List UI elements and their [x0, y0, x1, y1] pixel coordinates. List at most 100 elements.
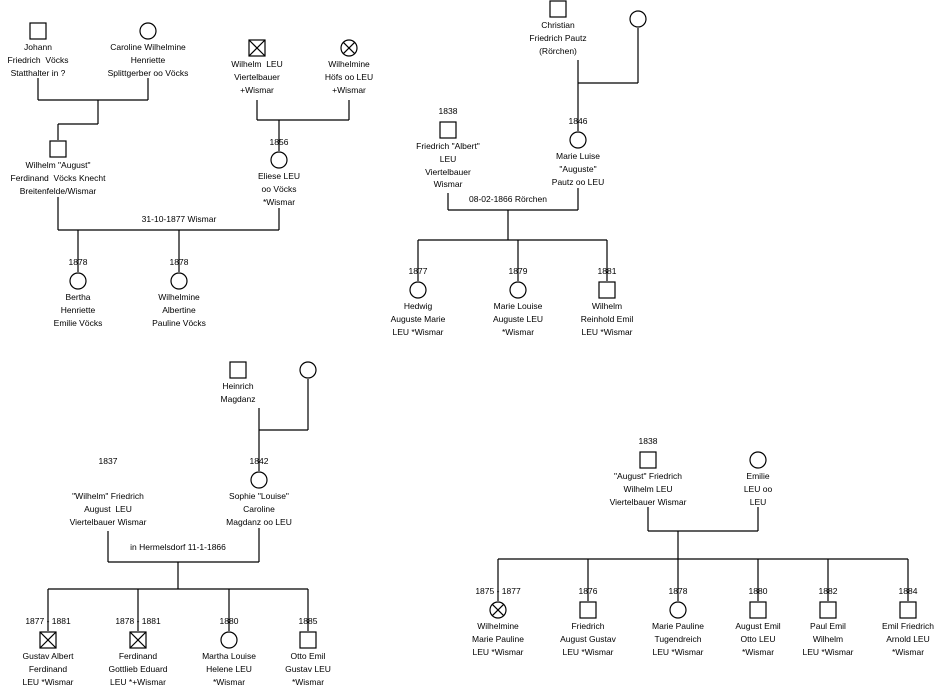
child-name-line: Arnold LEU: [886, 633, 930, 644]
child-name-line: Marie Pauline: [472, 633, 524, 644]
child-name-line: *Wismar: [501, 326, 535, 337]
family-connector-7: [47, 528, 309, 631]
father-name-line: +Wismar: [240, 84, 274, 95]
female-symbol-icon: [170, 272, 188, 290]
family-connector-2: [256, 100, 350, 151]
father-name-line: "August" Friedrich: [614, 471, 682, 481]
child-name-line: Gustav LEU: [285, 663, 331, 674]
child-birth-year: 1880: [219, 616, 239, 626]
child-name-line: Otto Emil: [290, 651, 326, 661]
child-name-line: *Wismar: [262, 196, 296, 207]
child-name-line: LEU *Wismar: [802, 646, 854, 657]
female-symbol-icon: [299, 361, 317, 379]
mother-name-line: +Wismar: [332, 84, 366, 95]
child-name-line: Marie Pauline: [652, 621, 704, 631]
child-name-line: Magdanz oo LEU: [226, 516, 292, 527]
family-connector-8: [497, 507, 909, 601]
child-birth-year: 1878: [169, 257, 189, 267]
child-name-line: LEU *Wismar: [652, 646, 704, 657]
child-name-line: oo Vöcks: [261, 183, 297, 194]
father-name-line: (Rörchen): [539, 45, 577, 56]
child-name-line: LEU *Wismar: [562, 646, 614, 657]
deceased-male-symbol-icon: [39, 631, 57, 649]
child-name-line: *Wismar: [741, 646, 775, 657]
child-name-line: LEU *+Wismar: [110, 676, 166, 687]
male-symbol-icon: [749, 601, 767, 619]
female-symbol-icon: [749, 451, 767, 469]
female-symbol-icon: [250, 471, 268, 489]
child-name-line: Pauline Vöcks: [152, 317, 206, 328]
child-birth-year: 1880: [748, 586, 768, 596]
father-birth-year: 1838: [438, 106, 458, 116]
child-name-line: *Wismar: [291, 676, 325, 687]
mother-name-line: Caroline Wilhelmine: [110, 42, 186, 52]
child-birth-year: 1846: [568, 116, 588, 126]
child-name-line: Marie Luise: [556, 151, 600, 161]
mother-name-line: Splittgerber oo Vöcks: [107, 67, 189, 78]
child-birth-year: 1878: [668, 586, 688, 596]
child-name-line: Ferdinand Vöcks Knecht: [10, 172, 106, 183]
marriage-date-label: in Hermelsdorf 11-1-1866: [130, 542, 226, 552]
female-symbol-icon: [629, 10, 647, 28]
female-symbol-icon: [409, 281, 427, 299]
female-symbol-icon: [139, 22, 157, 40]
deceased-male-symbol-icon: [129, 631, 147, 649]
mother-name-line: Emilie: [746, 471, 770, 481]
father-name-line: "Wilhelm" Friedrich: [72, 491, 144, 501]
male-symbol-icon: [899, 601, 917, 619]
child-name-line: Paul Emil: [810, 621, 846, 631]
father-name-line: Friedrich Pautz: [529, 32, 587, 43]
female-symbol-icon: [669, 601, 687, 619]
father-birth-year: 1837: [98, 456, 118, 466]
father-birth-year: 1838: [638, 436, 658, 446]
child-name-line: Emil Friedrich: [882, 621, 934, 631]
father-name-line: Viertelbauer Wismar: [69, 516, 147, 527]
female-symbol-icon: [509, 281, 527, 299]
child-name-line: Ferdinand: [28, 663, 68, 674]
deceased-male-symbol-icon: [248, 39, 266, 57]
child-birth-year: 1885: [298, 616, 318, 626]
child-name-line: Wilhelmine: [158, 292, 200, 302]
child-name-line: LEU *Wismar: [392, 326, 444, 337]
child-birth-year: 1884: [898, 586, 918, 596]
child-name-line: Eliese LEU: [257, 171, 301, 181]
female-symbol-icon: [69, 272, 87, 290]
family-connector-6: [258, 379, 309, 471]
father-name-line: August LEU: [84, 503, 132, 514]
father-name-line: Christian: [541, 20, 575, 30]
child-name-line: Auguste Marie: [390, 313, 446, 324]
child-name-line: August Emil: [735, 621, 781, 631]
family-connector-3: [57, 197, 280, 272]
child-name-line: Caroline: [243, 503, 275, 514]
father-name-line: Johann: [24, 42, 52, 52]
male-symbol-icon: [579, 601, 597, 619]
mother-name-line: LEU: [749, 496, 767, 507]
child-name-line: Hedwig: [403, 301, 433, 311]
family-connector-5: [417, 188, 608, 281]
family-connector-4: [577, 28, 639, 131]
child-name-line: LEU *Wismar: [581, 326, 633, 337]
father-name-line: Statthalter in ?: [10, 67, 66, 78]
child-birth-year: 1876: [578, 586, 598, 596]
child-birth-year: 1878 - 1881: [115, 616, 161, 626]
male-symbol-icon: [639, 451, 657, 469]
father-name-line: Wilhelm LEU: [231, 59, 283, 69]
child-name-line: Reinhold Emil: [580, 313, 634, 324]
child-birth-year: 1875 - 1877: [475, 586, 521, 596]
child-name-line: LEU *Wismar: [472, 646, 524, 657]
child-name-line: *Wismar: [212, 676, 246, 687]
father-name-line: Viertelbauer: [234, 71, 280, 82]
child-name-line: Marie Louise: [493, 301, 543, 311]
female-symbol-icon: [220, 631, 238, 649]
child-birth-year: 1882: [818, 586, 838, 596]
mother-name-line: Wilhelmine: [328, 59, 370, 69]
male-symbol-icon: [29, 22, 47, 40]
male-symbol-icon: [299, 631, 317, 649]
deceased-female-symbol-icon: [489, 601, 507, 619]
child-name-line: Sophie "Louise": [229, 491, 289, 501]
child-name-line: Breitenfelde/Wismar: [19, 185, 97, 196]
child-birth-year: 1881: [597, 266, 617, 276]
male-symbol-icon: [229, 361, 247, 379]
child-name-line: Gottlieb Eduard: [108, 663, 168, 674]
